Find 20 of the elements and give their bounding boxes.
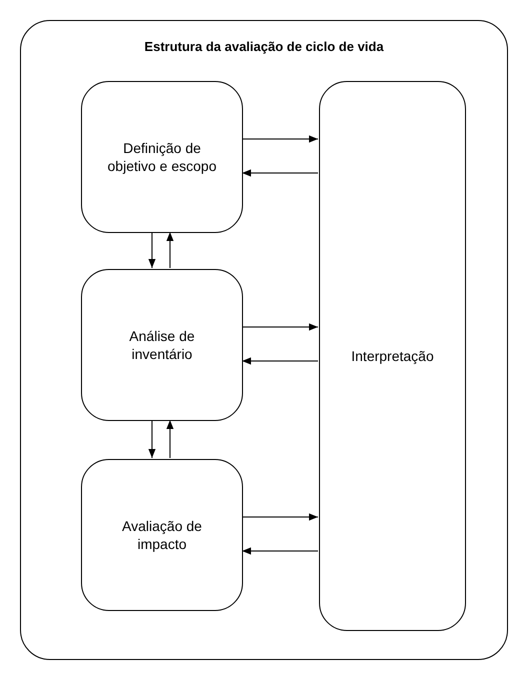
process-box: [81, 269, 243, 421]
box-label: Avaliação de impacto: [121, 517, 203, 553]
arrow: [242, 135, 318, 143]
frame-heading: Estrutura da avaliação de ciclo de vida: [143, 38, 385, 56]
box-label: Interpretação: [350, 347, 435, 365]
arrow: [242, 357, 318, 365]
box-label: Definição de objetivo e escopo: [106, 139, 218, 175]
frame-box: [20, 20, 508, 660]
process-box: [319, 81, 466, 631]
process-box: [81, 81, 243, 233]
arrow: [242, 547, 318, 555]
arrow: [242, 513, 318, 521]
arrow: [242, 323, 318, 331]
box-label: Análise de inventário: [128, 327, 196, 363]
arrow: [166, 420, 174, 458]
arrow: [166, 232, 174, 268]
arrow: [242, 169, 318, 177]
arrow: [148, 420, 156, 458]
process-box: [81, 459, 243, 611]
arrow: [148, 232, 156, 268]
